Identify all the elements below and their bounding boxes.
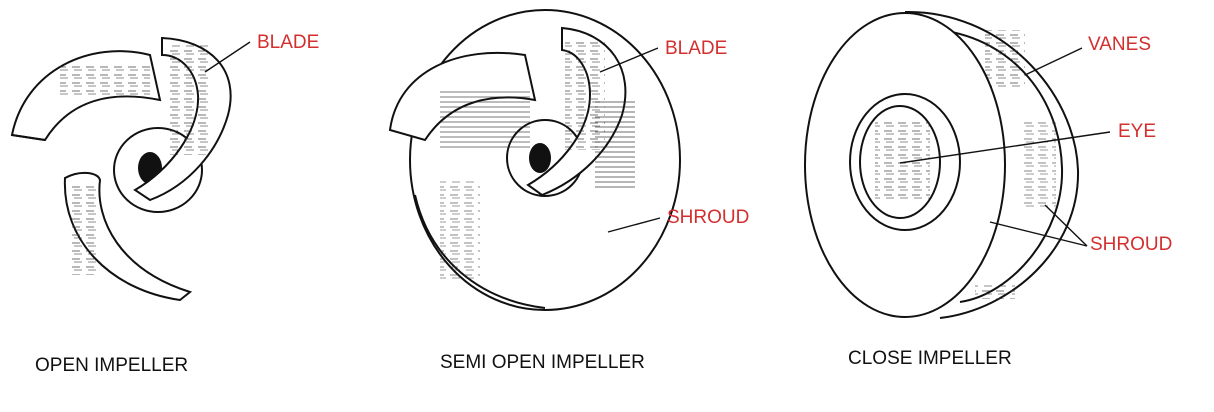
close-shroud-label: SHROUD <box>1090 234 1172 255</box>
open-impeller-caption: OPEN IMPELLER <box>35 355 188 376</box>
open-impeller-blade-top-left <box>10 50 162 142</box>
semi-open-impeller: BLADE SHROUD SEMI OPEN IMPELLER <box>388 9 749 373</box>
open-blade-label: BLADE <box>257 32 319 53</box>
close-shroud-leader-back <box>1044 204 1088 247</box>
close-impeller-caption: CLOSE IMPELLER <box>848 348 1012 369</box>
close-impeller: VANES EYE SHROUD CLOSE IMPELLER <box>804 10 1172 369</box>
semi-blade-label: BLADE <box>665 38 727 59</box>
close-vanes-label: VANES <box>1088 34 1151 55</box>
semi-shroud-leader <box>607 217 661 233</box>
semi-open-impeller-caption: SEMI OPEN IMPELLER <box>440 352 645 373</box>
semi-shroud-label: SHROUD <box>667 207 749 228</box>
close-eye-leader <box>899 131 1111 164</box>
close-vanes-leader <box>1024 47 1083 76</box>
open-impeller-blade-bottom <box>63 172 193 302</box>
close-shroud-leader-front <box>989 221 1088 247</box>
semi-open-blade-left <box>388 51 537 150</box>
open-impeller: BLADE OPEN IMPELLER <box>10 32 319 376</box>
semi-blade-leader <box>599 47 659 73</box>
close-impeller-rim <box>904 10 1080 319</box>
open-blade-leader <box>204 41 251 73</box>
close-eye-label: EYE <box>1118 121 1156 142</box>
open-impeller-blade-right <box>133 36 232 202</box>
semi-open-blade-right <box>526 26 635 197</box>
